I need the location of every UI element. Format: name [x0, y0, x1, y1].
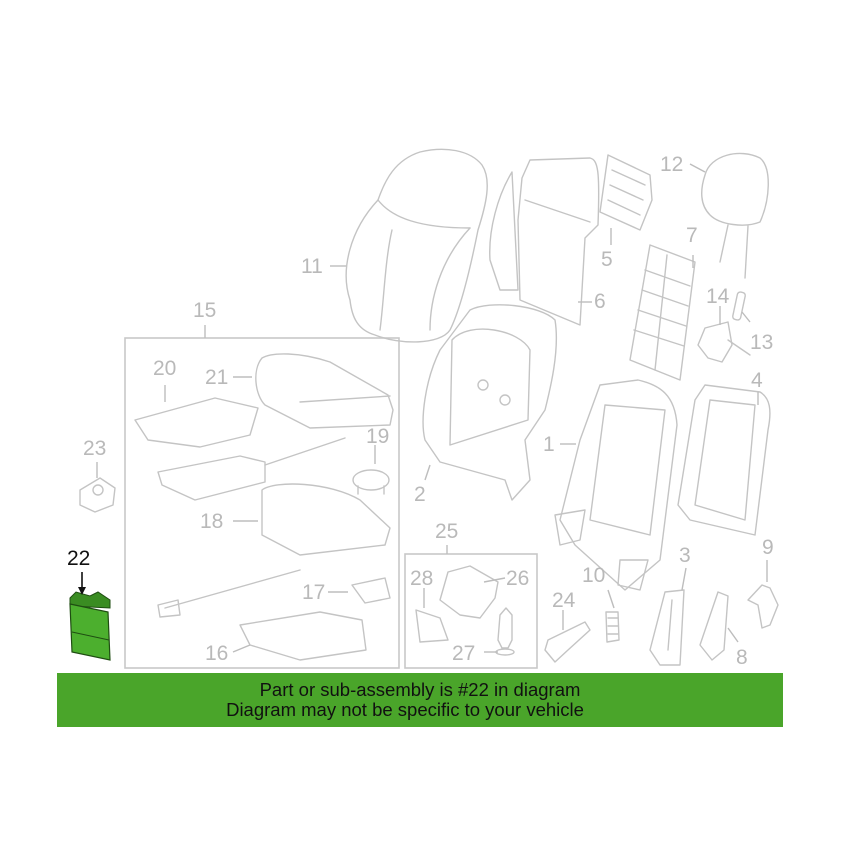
callout-17[interactable]: 17: [302, 581, 326, 604]
callout-28[interactable]: 28: [410, 567, 434, 590]
info-banner: Part or sub-assembly is #22 in diagram D…: [57, 673, 783, 727]
part-5-lumbar-bracket[interactable]: [599, 154, 653, 231]
part-17-clip[interactable]: [351, 577, 391, 604]
callout-23[interactable]: 23: [83, 437, 107, 460]
callout-7[interactable]: 7: [686, 224, 698, 247]
part-28-trim-cap[interactable]: [415, 609, 449, 643]
part-13-headrest-guide[interactable]: [732, 291, 746, 321]
callout-13[interactable]: 13: [750, 331, 774, 354]
part-21-cushion-cover[interactable]: [255, 353, 394, 429]
group-box-15: [124, 337, 400, 669]
part-24-latch[interactable]: [544, 621, 591, 663]
callout-8[interactable]: 8: [736, 646, 748, 669]
callout-26[interactable]: 26: [506, 567, 530, 590]
callout-27[interactable]: 27: [452, 642, 476, 665]
part-23-motor[interactable]: [79, 477, 116, 513]
callout-2[interactable]: 2: [414, 483, 426, 506]
callout-24[interactable]: 24: [552, 589, 576, 612]
callout-14[interactable]: 14: [706, 285, 730, 308]
part-12-headrest[interactable]: [701, 152, 769, 279]
callout-6[interactable]: 6: [594, 290, 606, 313]
part-2-back-trim[interactable]: [422, 304, 558, 501]
callout-1[interactable]: 1: [543, 433, 555, 456]
callout-16[interactable]: 16: [205, 642, 229, 665]
part-22-control-module[interactable]: [69, 591, 111, 661]
part-4-back-panel[interactable]: [677, 384, 771, 536]
callout-18[interactable]: 18: [200, 510, 224, 533]
part-6-back-panel[interactable]: [489, 157, 600, 326]
part-11-backrest-cover[interactable]: [345, 148, 488, 343]
banner-part-notice: Part or sub-assembly is #22 in diagram: [259, 679, 581, 700]
part-26-mount-bracket[interactable]: [439, 565, 499, 619]
part-14-adjuster[interactable]: [697, 321, 751, 363]
callout-20[interactable]: 20: [153, 357, 177, 380]
callout-12[interactable]: 12: [660, 153, 684, 176]
group-box-25: [404, 553, 538, 669]
part-cushion-tray[interactable]: [157, 437, 346, 501]
part-10-spring[interactable]: [605, 611, 620, 643]
part-3-side-trim[interactable]: [649, 589, 685, 666]
callout-4[interactable]: 4: [751, 369, 763, 392]
callout-3[interactable]: 3: [679, 544, 691, 567]
part-7-spring-mat[interactable]: [629, 244, 696, 381]
callout-arrows: [78, 163, 768, 653]
callout-15[interactable]: 15: [193, 299, 217, 322]
callout-10[interactable]: 10: [582, 564, 606, 587]
part-16-pad[interactable]: [239, 611, 367, 661]
part-wire-harness[interactable]: [157, 569, 301, 618]
callout-25[interactable]: 25: [435, 520, 459, 543]
callout-5[interactable]: 5: [601, 248, 613, 271]
part-19-pad[interactable]: [352, 469, 390, 495]
part-1-backrest-frame[interactable]: [554, 379, 678, 591]
banner-disclaimer: Diagram may not be specific to your vehi…: [226, 699, 584, 720]
part-20-heater-mat[interactable]: [134, 397, 259, 448]
part-8-cover[interactable]: [699, 591, 729, 661]
callout-9[interactable]: 9: [762, 536, 774, 559]
callout-21[interactable]: 21: [205, 366, 229, 389]
part-9-clip[interactable]: [747, 584, 779, 629]
callout-22[interactable]: 22: [67, 547, 91, 570]
part-18-cushion-foam[interactable]: [261, 483, 391, 556]
part-27-push-pin[interactable]: [495, 607, 515, 656]
callout-19[interactable]: 19: [366, 425, 390, 448]
callout-11[interactable]: 11: [301, 255, 323, 278]
